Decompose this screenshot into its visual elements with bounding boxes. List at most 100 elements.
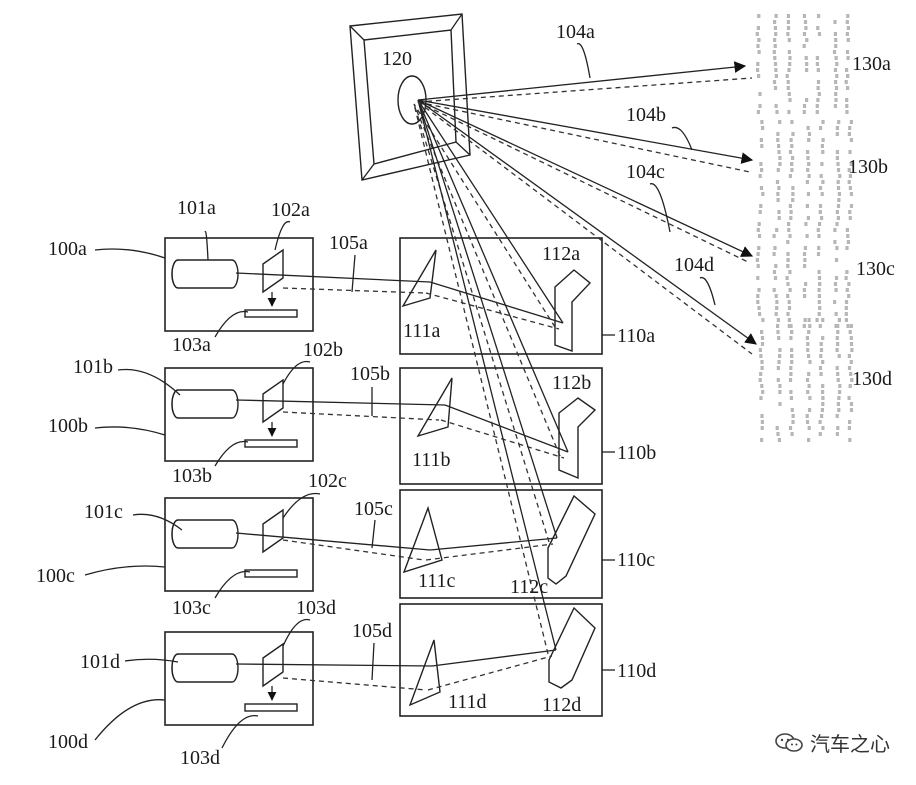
- scan-dot: [791, 156, 795, 160]
- scan-dot: [845, 110, 849, 114]
- scan-dot: [833, 104, 837, 108]
- output-label-104b: 104b: [626, 104, 666, 126]
- scan-dot: [773, 38, 777, 42]
- scan-dot: [833, 68, 838, 72]
- scan-dot: [845, 288, 849, 292]
- watermark: 汽车之心: [774, 728, 890, 757]
- prism-b: [416, 377, 453, 438]
- reflector-label-d: 112d: [542, 694, 581, 716]
- scan-dot: [777, 216, 781, 220]
- scan-dot: [833, 300, 837, 304]
- scan-dot: [833, 228, 837, 232]
- scan-dot: [821, 150, 825, 154]
- scan-dot: [817, 312, 821, 316]
- output-label-104d: 104d: [674, 254, 714, 276]
- scan-dot: [845, 50, 850, 54]
- output-beam-104c: [417, 99, 754, 257]
- scan-dot: [836, 372, 840, 376]
- scan-dot: [836, 378, 840, 382]
- scan-dot: [774, 264, 778, 268]
- scan-region-130c: [755, 222, 851, 328]
- beam-label-c: 105c: [354, 498, 393, 520]
- reflector-label-a: 112a: [542, 243, 580, 265]
- scan-dot: [777, 336, 781, 340]
- scan-dot: [805, 68, 809, 72]
- region-label-130a: 130a: [852, 53, 891, 75]
- scan-dot: [835, 336, 839, 340]
- scan-dot: [844, 300, 849, 304]
- scan-dot: [806, 342, 810, 346]
- scan-dot: [757, 222, 761, 226]
- scan-dot: [848, 210, 852, 214]
- scan-dot: [759, 204, 763, 208]
- scan-dot: [778, 390, 782, 394]
- scan-dot: [759, 138, 763, 142]
- unit-label-c: 110c: [617, 549, 655, 571]
- scan-dot: [846, 26, 850, 30]
- scan-dot: [774, 14, 778, 18]
- scan-dot: [756, 110, 760, 114]
- detector-label-c: 103c: [172, 597, 211, 619]
- scan-dot: [772, 288, 776, 292]
- scan-dot: [837, 198, 841, 202]
- mirror-beam-c: [417, 99, 558, 539]
- scan-dot: [788, 204, 792, 208]
- scan-dot: [834, 98, 838, 102]
- scan-dot: [761, 390, 765, 394]
- scan-dot: [816, 68, 820, 72]
- scan-dot: [807, 162, 811, 166]
- scan-dot: [849, 372, 853, 376]
- scan-dot: [760, 438, 764, 442]
- scan-dot: [845, 32, 849, 36]
- scan-dot: [776, 324, 780, 328]
- scan-dot: [790, 354, 794, 358]
- scan-dot: [756, 294, 760, 298]
- return-beam-b: [282, 411, 440, 421]
- scan-dot: [756, 68, 760, 72]
- scan-dot: [836, 216, 840, 220]
- scan-dot: [757, 14, 761, 18]
- scan-dot: [790, 348, 794, 352]
- scan-dot: [844, 306, 848, 310]
- scan-dot: [760, 420, 764, 424]
- scan-dot: [817, 270, 821, 274]
- scan-dot: [835, 132, 839, 136]
- scan-dot: [756, 252, 760, 256]
- prism-label-b: 111b: [412, 449, 451, 471]
- scan-dot: [776, 192, 780, 196]
- scan-dot: [788, 98, 792, 102]
- scan-dot: [802, 324, 806, 328]
- scan-dot: [848, 186, 852, 190]
- scan-dot: [788, 56, 792, 60]
- splitter-label-b: 102b: [303, 339, 343, 361]
- scan-dot: [847, 396, 851, 400]
- scan-dot: [758, 104, 762, 108]
- scan-dot: [759, 186, 764, 190]
- scan-dot: [773, 62, 778, 66]
- scan-dot: [787, 306, 792, 310]
- scan-dot: [778, 402, 782, 406]
- module-group-a: [164, 237, 603, 355]
- scan-dot: [788, 426, 793, 430]
- scan-dot: [847, 366, 852, 370]
- output-beam-104b: [417, 99, 754, 164]
- output-beam-104a: [417, 61, 747, 101]
- scan-dot: [805, 98, 809, 102]
- scan-dot: [802, 44, 806, 48]
- scan-dot: [817, 14, 821, 18]
- scan-dot: [848, 420, 852, 424]
- scan-dot: [803, 294, 807, 298]
- scan-dot: [774, 68, 778, 72]
- scan-dot: [819, 348, 824, 352]
- scan-dot: [778, 384, 782, 388]
- scan-dot: [815, 110, 819, 114]
- scan-dot: [802, 104, 807, 108]
- scan-dot: [786, 20, 790, 24]
- reflector-d: [548, 606, 596, 689]
- scan-dot: [850, 348, 854, 352]
- scan-dot: [761, 126, 765, 130]
- scan-dot: [805, 420, 810, 424]
- scan-dot: [775, 306, 779, 310]
- scan-dot: [790, 162, 794, 166]
- scan-dot: [816, 228, 820, 232]
